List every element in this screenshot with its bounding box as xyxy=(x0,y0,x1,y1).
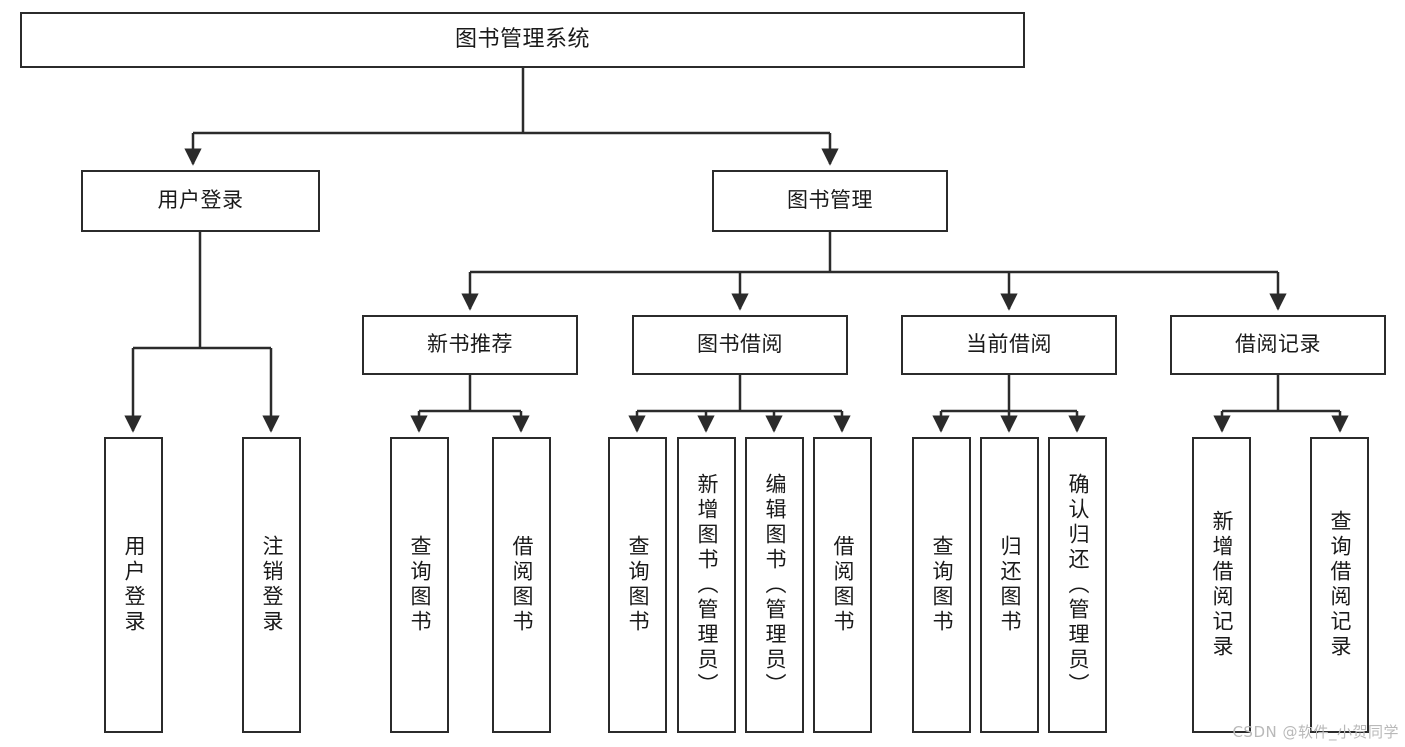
leaf-query-borrow-record[interactable]: 查询借阅记录 xyxy=(1310,437,1369,733)
node-borrowing-record[interactable]: 借阅记录 xyxy=(1170,315,1386,375)
node-label: 借阅图书 xyxy=(831,535,855,635)
node-label: 新书推荐 xyxy=(427,332,513,357)
leaf-logout[interactable]: 注销登录 xyxy=(242,437,301,733)
node-book-borrowing[interactable]: 图书借阅 xyxy=(632,315,848,375)
leaf-borrow-book-2[interactable]: 借阅图书 xyxy=(813,437,872,733)
node-label: 查询图书 xyxy=(930,535,954,635)
leaf-add-book-admin[interactable]: 新增图书（管理员） xyxy=(677,437,736,733)
node-label: 图书管理 xyxy=(787,188,873,213)
node-label: 新增借阅记录 xyxy=(1210,510,1234,660)
leaf-edit-book-admin[interactable]: 编辑图书（管理员） xyxy=(745,437,804,733)
node-label: 查询图书 xyxy=(626,535,650,635)
node-label: 借阅记录 xyxy=(1235,332,1321,357)
node-label: 当前借阅 xyxy=(966,332,1052,357)
node-label: 图书借阅 xyxy=(697,332,783,357)
leaf-return-book[interactable]: 归还图书 xyxy=(980,437,1039,733)
leaf-confirm-return-admin[interactable]: 确认归还（管理员） xyxy=(1048,437,1107,733)
node-label: 归还图书 xyxy=(998,535,1022,635)
node-new-book-recommendation[interactable]: 新书推荐 xyxy=(362,315,578,375)
node-label: 用户登录 xyxy=(157,188,244,213)
leaf-query-book-3[interactable]: 查询图书 xyxy=(912,437,971,733)
leaf-user-login[interactable]: 用户登录 xyxy=(104,437,163,733)
node-label: 查询借阅记录 xyxy=(1328,510,1352,660)
node-book-management[interactable]: 图书管理 xyxy=(712,170,948,232)
node-label: 新增图书（管理员） xyxy=(695,472,719,698)
watermark-csdn: CSDN @软件_小贺同学 xyxy=(1232,723,1399,741)
node-label: 注销登录 xyxy=(260,535,284,635)
node-label: 用户登录 xyxy=(122,535,146,635)
leaf-query-book-1[interactable]: 查询图书 xyxy=(390,437,449,733)
leaf-query-book-2[interactable]: 查询图书 xyxy=(608,437,667,733)
node-user-login[interactable]: 用户登录 xyxy=(81,170,320,232)
node-label: 借阅图书 xyxy=(510,535,534,635)
node-label: 编辑图书（管理员） xyxy=(763,472,787,698)
leaf-borrow-book-1[interactable]: 借阅图书 xyxy=(492,437,551,733)
node-current-borrowing[interactable]: 当前借阅 xyxy=(901,315,1117,375)
node-label: 确认归还（管理员） xyxy=(1066,472,1090,698)
node-label: 图书管理系统 xyxy=(454,26,590,52)
node-root-book-management-system[interactable]: 图书管理系统 xyxy=(20,12,1025,68)
node-label: 查询图书 xyxy=(408,535,432,635)
leaf-add-borrow-record[interactable]: 新增借阅记录 xyxy=(1192,437,1251,733)
